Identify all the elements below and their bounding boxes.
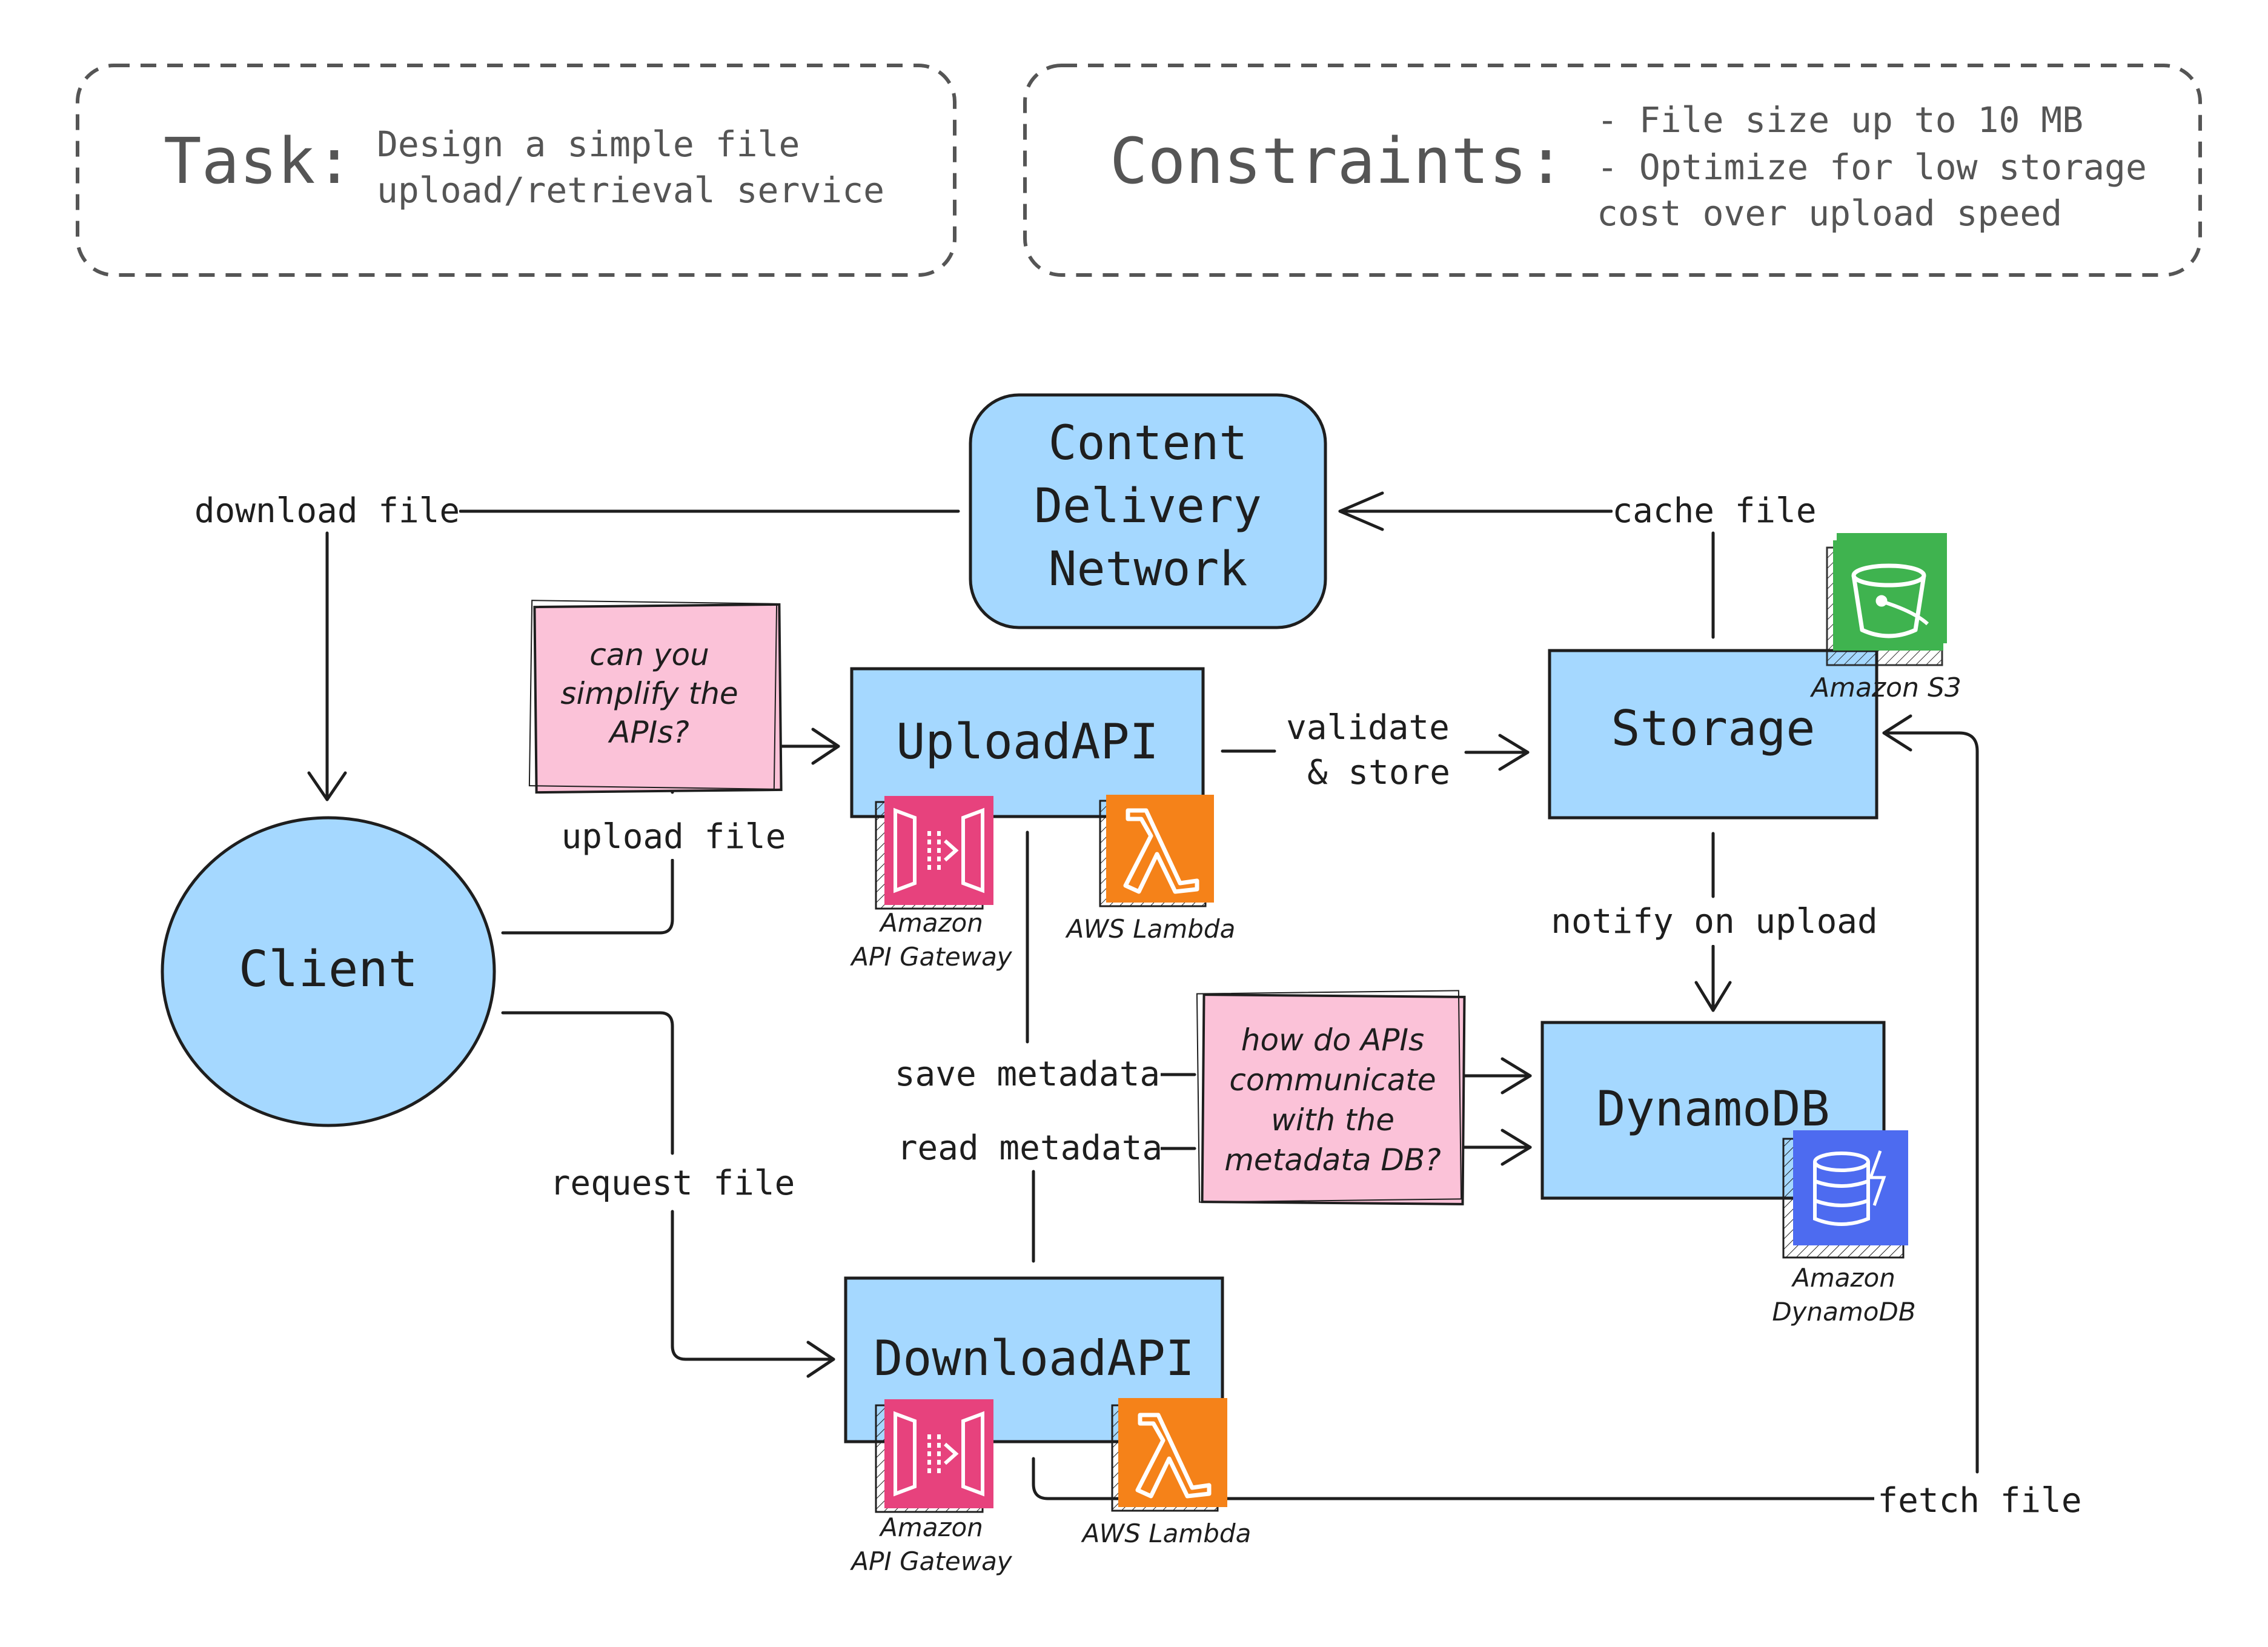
lambda-download-service: AWS Lambda	[1081, 1398, 1252, 1548]
bucket-icon	[1851, 563, 1929, 638]
s3-label: Amazon S3	[1809, 672, 1961, 703]
s3-service: Amazon S3	[1809, 533, 1961, 703]
note-communicate-line-4: metadata DB?	[1224, 1142, 1441, 1178]
upload-api-node[interactable]: UploadAPI	[850, 667, 1205, 818]
request-file-label: request file	[550, 1164, 795, 1203]
arrowhead-dynamodb-notify	[1694, 981, 1732, 1012]
note-communicate-line-2: communicate	[1229, 1062, 1436, 1098]
edge-client-to-request-label	[501, 1011, 674, 1155]
fetch-file-label: fetch file	[1877, 1481, 2081, 1520]
constraints-panel: Constraints: - File size up to 10 MB - O…	[1023, 64, 2202, 277]
cache-file-label: cache file	[1612, 491, 1816, 531]
upload-api-label: UploadAPI	[896, 714, 1158, 770]
edges	[307, 491, 1983, 1500]
edge-fetch-to-storage	[1882, 731, 1979, 1474]
read-metadata-label: read metadata	[897, 1128, 1162, 1168]
task-panel: Task: Design a simple file upload/retrie…	[76, 64, 957, 277]
dynamodb-service-label-line-2: DynamoDB	[1772, 1297, 1915, 1327]
arrowhead-storage-fetch	[1882, 714, 1912, 752]
edge-download-to-fetch-label	[1032, 1457, 1876, 1500]
cdn-label-line-3: Network	[1049, 542, 1248, 597]
arrowhead-download	[806, 1340, 835, 1378]
cdn-label-line-2: Delivery	[1034, 479, 1262, 534]
validate-label-line-2: & store	[1307, 753, 1450, 792]
gateway-download-label-line-2: API Gateway	[849, 1546, 1012, 1576]
arrowhead-dynamodb-save	[1500, 1057, 1532, 1095]
task-line-1: Design a simple file	[377, 124, 800, 165]
cdn-label-line-1: Content	[1049, 416, 1248, 471]
cdn-node[interactable]: Content Delivery Network	[969, 393, 1327, 629]
lambda-upload-label: AWS Lambda	[1065, 914, 1236, 944]
arrowhead-cdn	[1338, 491, 1384, 531]
gateway-upload-label-line-1: Amazon	[878, 908, 983, 938]
client-node[interactable]: Client	[161, 816, 496, 1127]
arrowhead-storage	[1498, 734, 1530, 771]
note-simplify-apis[interactable]: can you simplify the APIs?	[528, 600, 783, 794]
gateway-upload-label-line-2: API Gateway	[849, 942, 1012, 972]
arrowhead-upload	[811, 727, 840, 765]
api-gateway-download-service: Amazon API Gateway	[849, 1399, 1013, 1576]
dynamodb-label: DynamoDB	[1596, 1081, 1829, 1137]
note-communicate-line-1: how do APIs	[1241, 1022, 1424, 1058]
api-gateway-icon	[894, 807, 984, 893]
note-simplify-line-1: can you	[589, 637, 709, 672]
database-icon	[1813, 1150, 1886, 1226]
dynamodb-service: Amazon DynamoDB	[1772, 1130, 1916, 1327]
dynamodb-service-label-line-1: Amazon	[1791, 1263, 1895, 1293]
lambda-icon	[1135, 1413, 1212, 1499]
notify-on-upload-label: notify on upload	[1551, 902, 1877, 941]
storage-label: Storage	[1611, 700, 1815, 757]
edge-request-label-to-download	[671, 1210, 835, 1361]
constraint-line-2: - Optimize for low storage	[1597, 147, 2147, 188]
edge-labels: download file cache file upload file val…	[194, 485, 2083, 1523]
note-simplify-line-2: simplify the	[560, 676, 738, 711]
download-api-label: DownloadAPI	[874, 1330, 1195, 1387]
validate-label-line-1: validate	[1286, 708, 1450, 747]
arrowhead-client	[307, 771, 347, 801]
lambda-icon	[1123, 808, 1199, 894]
save-metadata-label: save metadata	[895, 1055, 1160, 1094]
constraints-title: Constraints:	[1110, 124, 1565, 198]
note-api-communication[interactable]: how do APIs communicate with the metadat…	[1196, 990, 1466, 1205]
api-gateway-upload-service: Amazon API Gateway	[849, 796, 1013, 972]
constraint-line-1: - File size up to 10 MB	[1597, 99, 2083, 141]
task-line-2: upload/retrieval service	[377, 170, 884, 211]
gateway-download-label-line-1: Amazon	[878, 1513, 983, 1542]
client-label: Client	[239, 941, 418, 998]
storage-node[interactable]: Storage	[1548, 649, 1878, 820]
upload-file-label: upload file	[562, 817, 786, 857]
note-simplify-line-3: APIs?	[608, 715, 689, 750]
note-communicate-line-3: with the	[1271, 1102, 1394, 1138]
lambda-upload-service: AWS Lambda	[1065, 795, 1236, 944]
download-file-label: download file	[194, 491, 460, 531]
constraint-line-3: cost over upload speed	[1597, 193, 2062, 234]
edge-client-to-upload-label	[501, 858, 674, 935]
arrowhead-dynamodb-read	[1500, 1128, 1532, 1166]
lambda-download-label: AWS Lambda	[1081, 1519, 1252, 1548]
api-gateway-icon	[894, 1411, 984, 1497]
task-title: Task:	[164, 124, 353, 198]
